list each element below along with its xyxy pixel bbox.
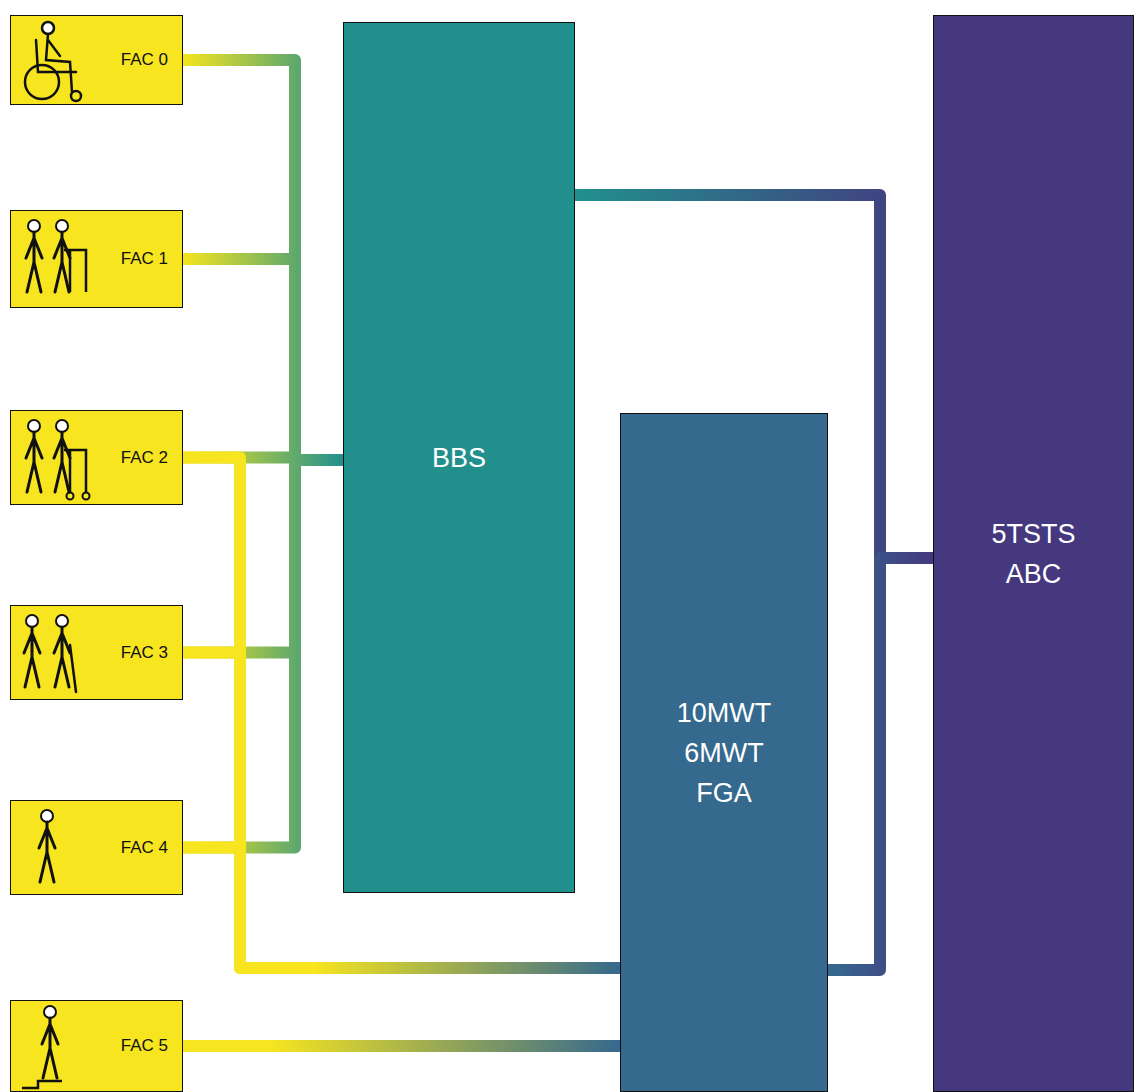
node-label: BBS <box>432 438 486 478</box>
stair-climber <box>22 1006 62 1088</box>
ambulation-category-box: FAC 1 <box>10 210 183 308</box>
flow-connector <box>183 259 343 460</box>
helper-and-rollator-user <box>26 420 90 500</box>
ambulation-category-box: FAC 3 <box>10 605 183 700</box>
node-label: 5TSTS <box>991 514 1075 554</box>
node-label: FAC 0 <box>121 50 168 70</box>
test-group-box: BBS <box>343 22 575 893</box>
node-label: FAC 1 <box>121 249 168 269</box>
supervisor-and-cane-user <box>24 615 76 692</box>
test-group-box: 10MWT6MWTFGA <box>620 413 828 1092</box>
node-label: FGA <box>696 773 752 813</box>
ambulation-category-box: FAC 0 <box>10 15 183 105</box>
node-label: FAC 2 <box>121 448 168 468</box>
wheelchair-user <box>25 22 81 101</box>
node-label: FAC 3 <box>121 643 168 663</box>
node-label: 6MWT <box>684 733 763 773</box>
test-group-box: 5TSTSABC <box>933 15 1134 1092</box>
node-label: 10MWT <box>677 693 772 733</box>
node-label: ABC <box>1006 554 1062 594</box>
node-label: FAC 5 <box>121 1036 168 1056</box>
ambulation-category-box: FAC 5 <box>10 1000 183 1092</box>
helper-and-walker-user <box>26 220 86 292</box>
flow-connector <box>828 558 933 970</box>
independent-walker <box>39 810 55 882</box>
ambulation-category-box: FAC 2 <box>10 410 183 505</box>
flow-connector <box>183 1040 620 1052</box>
node-label: FAC 4 <box>121 838 168 858</box>
ambulation-category-box: FAC 4 <box>10 800 183 895</box>
flow-connector <box>183 460 343 653</box>
flow-connector <box>183 60 343 460</box>
